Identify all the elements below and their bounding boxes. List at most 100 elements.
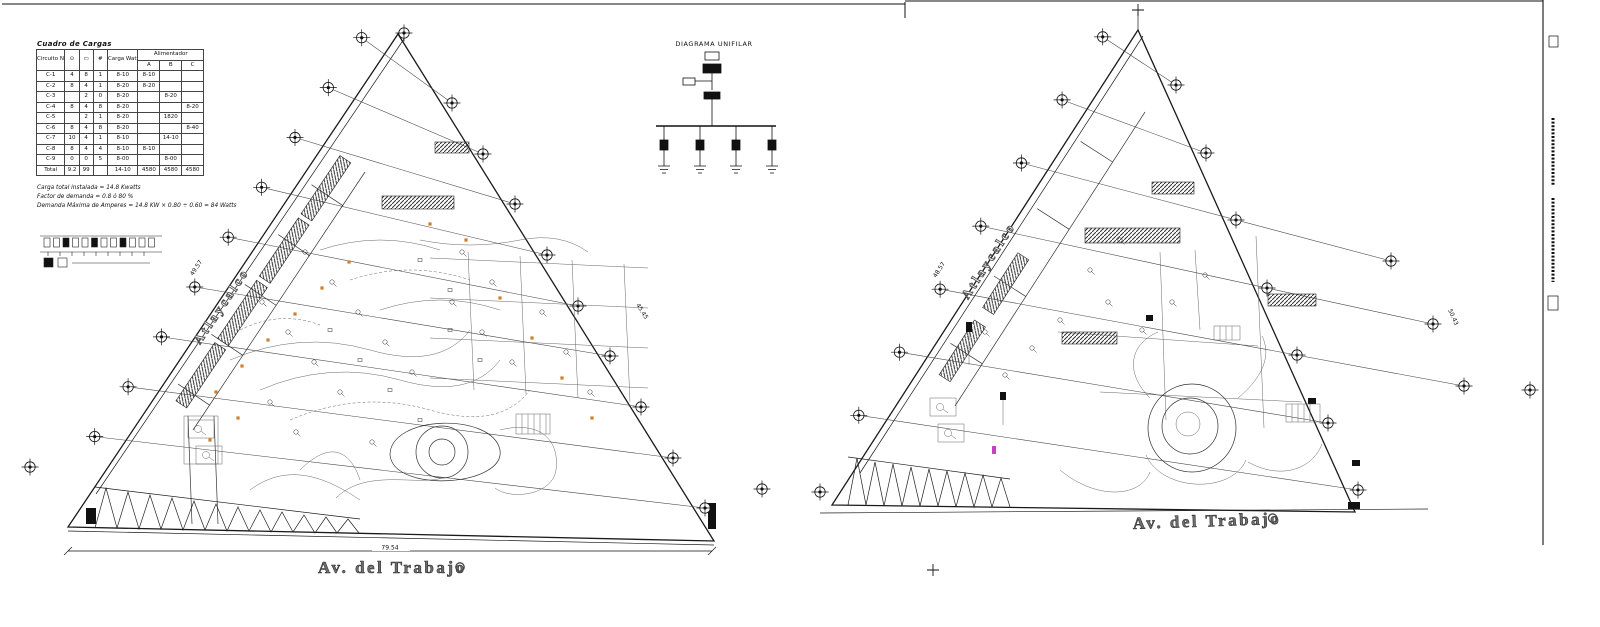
load-table-cell: C-7 [35,133,66,145]
plan-left-walls [177,171,649,525]
survey-marker-icon [21,458,39,476]
load-table-cell: 1 [92,112,108,124]
note-line: Factor de demanda = 0.8 ó 80 % [37,193,134,200]
load-table-cell: 8-20 [106,122,139,134]
load-table-cell: 8 [92,101,108,113]
survey-marker-icon [1227,211,1245,229]
lamp-symbol-icon: ⊙ [64,49,80,71]
load-table-cell: 8-10 [106,133,139,145]
header-feeder: Alimentador [137,49,204,61]
survey-marker-icon [443,94,461,112]
survey-marker-icon [1167,76,1185,94]
load-table-cell: 4 [78,101,94,113]
survey-marker-icon [601,347,619,365]
load-table-cell: 8 [64,80,80,92]
survey-marker-icon [1012,154,1031,172]
load-table-cell [159,143,183,155]
dimension-right-edge-group-right-plan: 50.43 [1446,308,1459,327]
load-table-cell: 4 [78,133,94,145]
load-table-cell: 1 [92,80,108,92]
load-table-cell: 5 [92,154,108,166]
load-table-cell: 4 [78,80,94,92]
survey-marker-icon [119,377,138,396]
load-table-cell [181,133,204,145]
sheet-frame [2,0,1559,545]
survey-marker-icon [1349,481,1367,499]
load-table-cell: 8-20 [106,101,139,113]
load-table-cell: 8-20 [159,91,183,103]
load-table-cell: 1 [92,133,108,145]
load-table-cell: C-8 [35,143,66,155]
load-table-cell: 8 [78,70,94,82]
load-table-cell: C-6 [35,122,66,134]
load-table-cell: 8-00 [106,154,139,166]
plan-right-walls [950,111,1303,429]
plan-right-survey-markers [811,3,1539,577]
load-table-cell: 8-20 [137,80,161,92]
header-feeder-b: B [159,59,183,71]
load-table-cell [159,80,183,92]
load-table-cell: 4580 [181,164,204,176]
load-table-cell: C-4 [35,101,66,113]
load-table-cell: 2 [78,91,94,103]
dimension-right-edge: 45.45 [634,302,649,320]
survey-marker-icon [849,406,868,425]
load-table-panel: Cuadro de Cargas Circuito No. ⊙ ▭ # Carg… [35,40,212,176]
load-table-cell: 1 [92,70,108,82]
count-symbol-icon: # [92,49,108,71]
survey-marker-icon [1382,252,1400,270]
street-label-bottom: Av. del Trabajo [318,558,466,577]
header-circuit: Circuito No. [35,49,66,71]
load-table-cell [92,164,108,176]
plan-right-symbols [929,237,1360,466]
survey-marker-icon [1288,346,1306,364]
street-label-bottom-right-plan-group: Av. del Trabajo [1132,509,1282,534]
load-table-cell: 8 [64,143,80,155]
magenta-annotation-mark [992,446,996,454]
load-table-cell: 9.2 [64,164,80,176]
note-line: Carga total instalada = 14.8 Kwatts [37,185,141,191]
load-table-cell [159,101,183,113]
cross-marker-icon [926,563,940,577]
header-feeder-c: C [181,59,204,71]
load-table-cell: 8-40 [181,122,204,134]
load-table-cell: 8-10 [137,143,161,155]
load-table-notes: Carga total instalada = 14.8 Kwatts Fact… [37,184,237,211]
street-label-bottom: Av. del Trabajo [1132,509,1281,533]
load-table-cell: 8-10 [137,70,161,82]
plan-left-stairs [515,413,551,435]
load-table: Circuito No. ⊙ ▭ # Carga Watts Alimentad… [35,49,204,176]
plan-left-boundary [66,32,716,546]
header-feeder-a: A [137,59,161,71]
plan-left-dimension: 79.54 [63,542,717,556]
load-table-cell: 8-20 [106,91,139,103]
load-table-cell: C-3 [35,91,66,103]
title-block-mark [1548,35,1559,48]
survey-marker-icon [569,297,587,315]
load-table-cell: 4 [78,122,94,134]
plan-right-grid-lines [858,36,1465,491]
title-block-mark [1547,295,1559,311]
dimension-left-edge-group: 49.57 [189,259,204,277]
load-table-cell: 10 [64,133,80,145]
plan-right-pump-boxes [929,397,965,443]
site-plan-right: 48.57 50.43 Atlaycalco Av. del Trabajo [811,3,1539,577]
load-table-cell: 1820 [159,112,183,124]
survey-marker-icon [890,343,909,362]
survey-marker-icon [1197,144,1215,162]
load-table-cell: 8-20 [106,80,139,92]
survey-marker-icon [538,246,556,264]
load-table-cell: 8 [64,122,80,134]
survey-marker-icon [1093,27,1112,46]
load-table-cell: 4 [78,143,94,155]
load-table-cell [137,91,161,103]
load-table-cell: 14-10 [159,133,183,145]
load-table-cell: 8-20 [106,112,139,124]
survey-marker-icon [319,78,338,97]
